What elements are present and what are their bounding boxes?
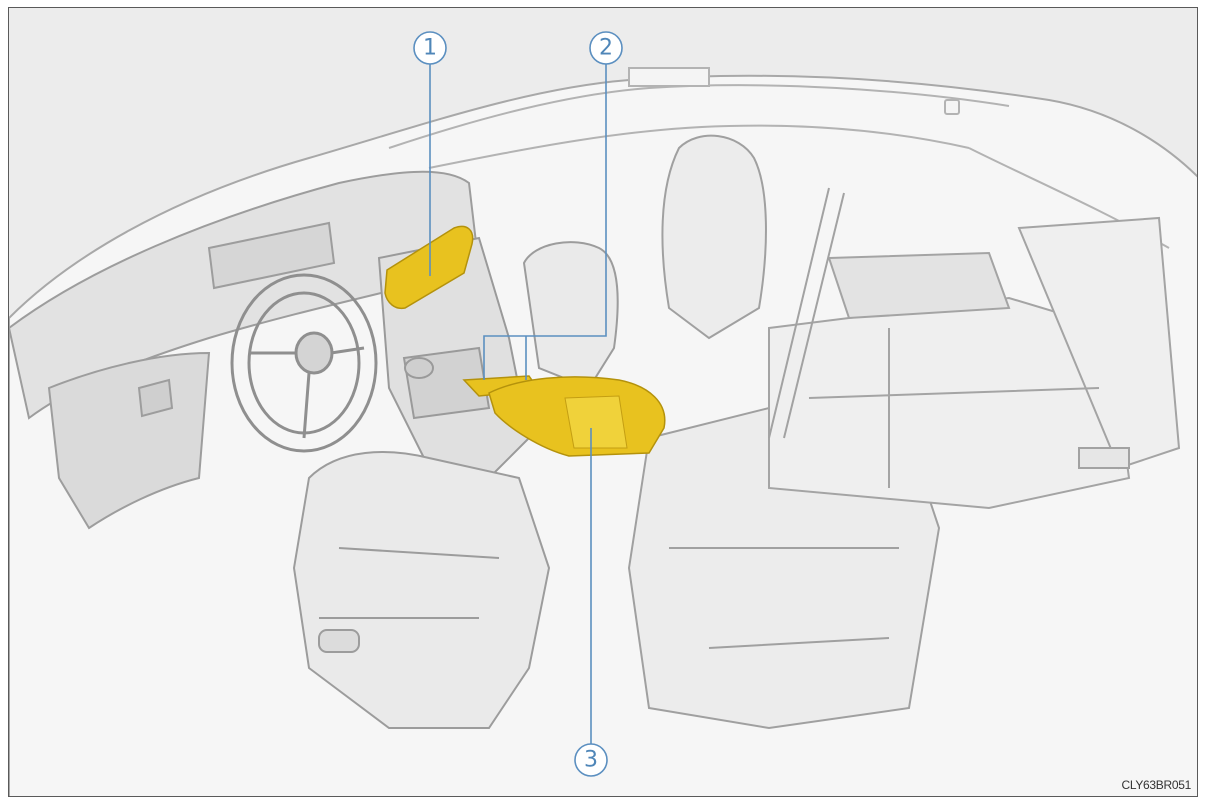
dashboard: [9, 170, 481, 530]
callout-1: 1: [413, 31, 447, 65]
rear-seat: [768, 216, 1181, 510]
diagram-frame: 1 2 3 CLY63BR051: [8, 7, 1198, 797]
image-code-label: CLY63BR051: [1121, 778, 1192, 792]
steering-wheel: [230, 273, 378, 453]
callout-1-number: 1: [423, 36, 437, 61]
callout-3: 3: [574, 743, 608, 777]
callout-3-number: 3: [584, 748, 598, 773]
car-interior-illustration: 1 2 3: [9, 31, 1197, 796]
callout-lines: [429, 64, 607, 744]
glove-box-highlight: [384, 225, 474, 310]
callout-2-number: 2: [599, 36, 613, 61]
callout-2: 2: [589, 31, 623, 65]
driver-seat: [292, 241, 619, 729]
seatbelt: [768, 187, 1130, 469]
console-box-highlight: [488, 376, 666, 457]
